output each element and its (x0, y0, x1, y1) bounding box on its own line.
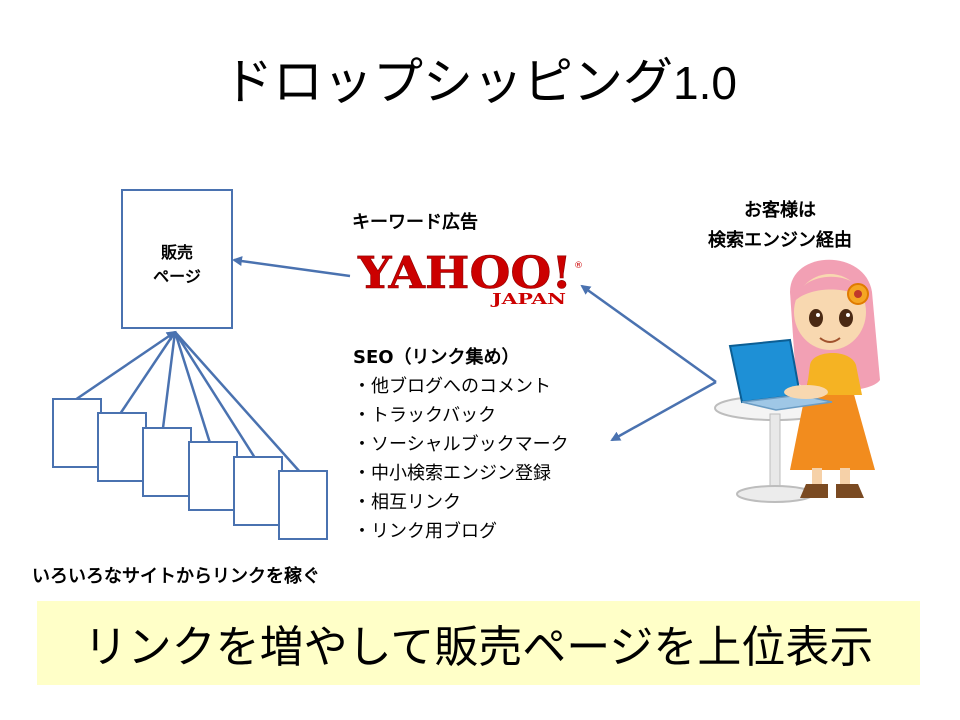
seo-item: ・ソーシャルブックマーク (353, 434, 569, 455)
seo-item: ・中小検索エンジン登録 (353, 463, 551, 484)
seo-item: ・リンク用ブログ (353, 521, 497, 542)
seo-list: SEO（リンク集め） ・他ブログへのコメント ・トラックバック ・ソーシャルブッ… (353, 343, 569, 546)
site-page (188, 441, 238, 511)
customer-line1: お客様は (744, 200, 816, 221)
site-page (97, 412, 147, 482)
yahoo-logo-sub: JAPAN (489, 290, 566, 308)
site-page (233, 456, 283, 526)
summary-banner: リンクを増やして販売ページを上位表示 (37, 601, 920, 685)
sales-page-box: 販売 ページ (121, 189, 233, 329)
title-main: ドロップシッピング (223, 53, 674, 111)
arrow-customer-to-yahoo (580, 284, 717, 384)
summary-banner-text: リンクを増やして販売ページを上位表示 (83, 622, 874, 673)
seo-heading: SEO（リンク集め） (353, 347, 520, 368)
seo-item: ・相互リンク (353, 492, 461, 513)
seo-item: ・他ブログへのコメント (353, 376, 551, 397)
site-page (278, 470, 328, 540)
customer-illustration (714, 259, 880, 503)
customer-line2: 検索エンジン経由 (708, 230, 852, 251)
customer-label: お客様は 検索エンジン経由 (690, 196, 870, 256)
title-version: 1.0 (673, 57, 737, 109)
yahoo-logo-text: YAHOO! (357, 248, 572, 299)
site-page (52, 398, 102, 468)
keyword-ad-label: キーワード広告 (352, 212, 478, 233)
link-lines (74, 330, 301, 473)
sales-page-line2: ページ (153, 267, 201, 286)
slide-title: ドロップシッピング1.0 (0, 52, 960, 113)
seo-item: ・トラックバック (353, 405, 497, 426)
sites-caption: いろいろなサイトからリンクを稼ぐ (32, 566, 320, 587)
site-page (142, 427, 192, 497)
yahoo-logo-mark: ® (574, 261, 583, 271)
sales-page-line1: 販売 (160, 243, 193, 262)
yahoo-japan-logo: YAHOO! ® JAPAN (357, 248, 583, 308)
arrow-ad-to-sales (232, 256, 351, 278)
arrow-customer-to-seo (610, 380, 717, 442)
